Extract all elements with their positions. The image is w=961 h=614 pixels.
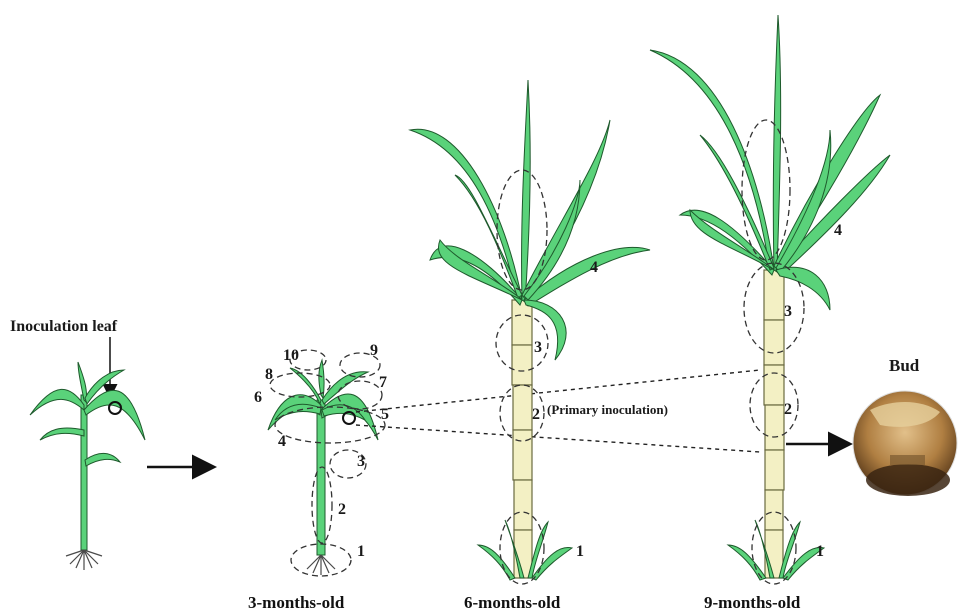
stage-number: 3 — [534, 339, 542, 356]
stage-number: 5 — [381, 406, 389, 423]
stage-number: 8 — [265, 366, 273, 383]
stage-number: 1 — [816, 543, 824, 560]
bud-label: Bud — [889, 356, 920, 375]
stem — [317, 400, 325, 555]
stage-number: 3 — [784, 303, 792, 320]
stage-number: 4 — [278, 433, 286, 450]
caption-3-months: 3-months-old — [248, 593, 345, 612]
stage-number: 3 — [357, 453, 365, 470]
seedling-stem — [81, 395, 87, 550]
seedling-leaf — [30, 389, 84, 415]
seedling-leaf — [85, 453, 120, 466]
stage-number: 2 — [784, 401, 792, 418]
stage-number: 9 — [370, 342, 378, 359]
seedling-leaf — [84, 390, 145, 440]
plant-3-months: 1 2 3 4 5 6 7 8 9 10 3-months-old — [248, 342, 389, 612]
stage-number: 2 — [532, 406, 540, 423]
plant-6-months: 1 2 3 4 (Primary inoculation) 6-months-o… — [410, 80, 668, 612]
seedling-plant: Inoculation leaf — [10, 318, 145, 570]
stage-number: 10 — [283, 347, 299, 364]
inoculation-leaf-label: Inoculation leaf — [10, 318, 118, 335]
stage-number: 4 — [590, 259, 598, 276]
stage-number: 4 — [834, 222, 842, 239]
stalk — [764, 270, 784, 578]
caption-6-months: 6-months-old — [464, 593, 561, 612]
seedling-roots — [66, 550, 102, 570]
stage-number: 6 — [254, 389, 262, 406]
plant-9-months: 1 2 3 4 9-months-old — [650, 15, 890, 612]
stage-number: 1 — [576, 543, 584, 560]
stage-number: 7 — [379, 374, 387, 391]
leaf-crown — [650, 15, 890, 310]
stage-region-outlines — [270, 350, 385, 576]
stage-number: 1 — [357, 543, 365, 560]
bud-photo — [853, 391, 957, 496]
caption-9-months: 9-months-old — [704, 593, 801, 612]
primary-inoculation-label: (Primary inoculation) — [547, 402, 668, 417]
roots — [307, 555, 335, 575]
stage-number: 2 — [338, 501, 346, 518]
seedling-leaf — [40, 428, 84, 440]
